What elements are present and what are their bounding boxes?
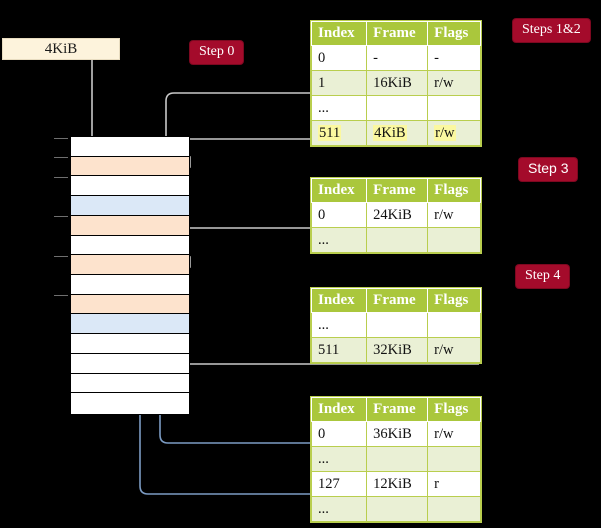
column-header-index: Index	[310, 288, 368, 313]
table-row: 0--	[310, 45, 481, 71]
cell-frame: 24KiB	[366, 202, 429, 228]
memory-frame-2	[71, 176, 189, 197]
cell-flags: r/w	[427, 202, 481, 228]
memory-frame-11	[71, 353, 189, 374]
memory-frame-5	[71, 235, 189, 256]
column-header-frame: Frame	[366, 21, 429, 46]
cell-index: 1	[310, 70, 368, 96]
memory-frame-7	[71, 275, 189, 295]
cell-flags: r/w	[427, 421, 481, 447]
cell-frame	[366, 446, 429, 472]
table-row: ...	[310, 446, 481, 472]
memory-tick-8	[54, 295, 68, 297]
cell-index: 0	[310, 45, 368, 71]
memory-frame-8	[71, 294, 189, 315]
cell-frame: 16KiB	[366, 70, 429, 96]
column-header-index: Index	[310, 21, 368, 46]
memory-frame-3	[71, 196, 189, 216]
column-header-frame: Frame	[366, 288, 429, 313]
cell-index: 0	[310, 202, 368, 228]
memory-tick-2	[54, 176, 68, 178]
cell-flags	[427, 446, 481, 472]
cell-flags: r/w	[427, 70, 481, 96]
table-row: ...	[310, 312, 481, 338]
cell-flags: r/w	[427, 120, 481, 146]
virtual-address-label: 4KiB	[44, 40, 78, 57]
column-header-flags: Flags	[427, 288, 481, 313]
cell-index: ...	[310, 312, 368, 338]
memory-frame-1	[71, 156, 189, 177]
table-row: ...	[310, 95, 481, 121]
cell-frame: 12KiB	[366, 471, 429, 497]
cell-frame	[366, 496, 429, 522]
badge-step-3: Step 3	[519, 158, 578, 181]
cell-frame	[366, 95, 429, 121]
cell-frame: 36KiB	[366, 421, 429, 447]
highlighted-value: r/w	[434, 124, 456, 141]
memory-tick-0	[54, 137, 68, 139]
cell-index: 127	[310, 471, 368, 497]
cell-frame: 32KiB	[366, 337, 429, 363]
memory-frame-4	[71, 215, 189, 236]
cell-index: ...	[310, 95, 368, 121]
cell-flags: r/w	[427, 337, 481, 363]
column-header-index: Index	[310, 178, 368, 203]
memory-frame-12	[71, 373, 189, 394]
memory-frame-9	[71, 314, 189, 335]
memory-tick-6	[54, 255, 68, 257]
memory-tick-4	[54, 216, 68, 218]
cell-index: 0	[310, 421, 368, 447]
cell-flags	[427, 312, 481, 338]
cell-frame: 4KiB	[366, 120, 429, 146]
cell-frame	[366, 312, 429, 338]
table-row: ...	[310, 496, 481, 522]
memory-tick-1	[54, 157, 68, 159]
memory-frame-0	[71, 137, 189, 157]
cell-frame	[366, 227, 429, 253]
column-header-frame: Frame	[366, 178, 429, 203]
cell-flags	[427, 496, 481, 522]
cell-index: 511	[310, 337, 368, 363]
badge-step-0: Step 0	[190, 41, 244, 64]
cell-index: ...	[310, 227, 368, 253]
column-header-flags: Flags	[427, 21, 481, 46]
cell-index: ...	[310, 446, 368, 472]
table-row: 511 4KiB r/w	[310, 120, 481, 146]
column-header-index: Index	[310, 397, 368, 422]
column-header-flags: Flags	[427, 397, 481, 422]
virtual-address-box: 4KiB	[2, 38, 120, 60]
memory-frame-10	[71, 334, 189, 354]
memory-frame-6	[71, 255, 189, 275]
table-row: ...	[310, 227, 481, 253]
badge-step-4: Step 4	[516, 265, 570, 288]
cell-flags	[427, 95, 481, 121]
cell-index: 511	[310, 120, 368, 146]
physical-memory-column	[70, 136, 190, 415]
cell-flags	[427, 227, 481, 253]
cell-frame: -	[366, 45, 429, 71]
cell-flags: -	[427, 45, 481, 71]
cell-index: ...	[310, 496, 368, 522]
memory-frame-13	[71, 393, 189, 413]
highlighted-value: 4KiB	[373, 124, 407, 141]
column-header-flags: Flags	[427, 178, 481, 203]
highlighted-value: 511	[318, 124, 342, 141]
column-header-frame: Frame	[366, 397, 429, 422]
badge-steps-1-and-2: Steps 1&2	[513, 19, 590, 42]
cell-flags: r	[427, 471, 481, 497]
